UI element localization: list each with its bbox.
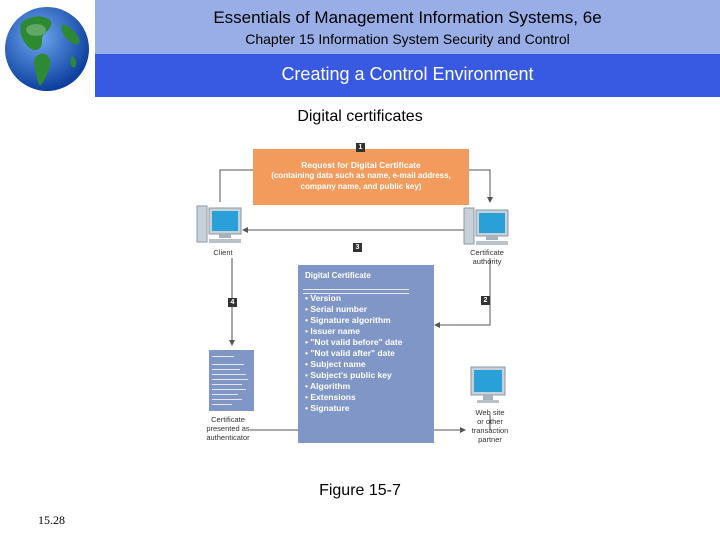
certificate-label-line1: Certificate	[211, 415, 245, 424]
globe-icon	[5, 7, 89, 91]
chapter-title: Chapter 15 Information System Security a…	[245, 31, 570, 47]
step-badge-4: 4	[228, 298, 237, 307]
request-line: (containing data such as name, e-mail ad…	[271, 171, 451, 180]
request-line: company name, and public key)	[300, 182, 422, 191]
client-label: Client	[213, 248, 233, 257]
certificate-item: • "Not valid after" date	[305, 348, 395, 358]
web-label-line3: transaction	[471, 426, 509, 435]
certificate-rule	[303, 293, 409, 294]
slide-subtitle: Digital certificates	[297, 108, 423, 125]
mini-certificate-line	[212, 394, 238, 395]
figure-caption: Figure 15-7	[319, 482, 401, 499]
request-box	[253, 149, 469, 205]
certificate-item: • Issuer name	[305, 326, 360, 336]
page-number: 15.28	[38, 513, 65, 527]
book-title: Essentials of Management Information Sys…	[213, 8, 602, 27]
certificate-item: • Subject name	[305, 359, 366, 369]
certificate-label-line2: presented as	[206, 424, 250, 433]
monitor-icon	[465, 365, 513, 412]
certificate-label-line3: authenticator	[206, 433, 250, 442]
request-title: Request for Digital Certificate	[301, 160, 421, 170]
certificate-item: • Subject's public key	[305, 370, 392, 380]
mini-certificate-line	[212, 404, 232, 405]
step-badge-3: 3	[353, 243, 362, 252]
mini-certificate-line	[212, 399, 242, 400]
certificate-item: • "Not valid before" date	[305, 337, 403, 347]
certificate-rule	[303, 289, 409, 290]
step-badge-2: 2	[481, 296, 490, 305]
web-label-line2: or other	[477, 417, 503, 426]
step-badge-1: 1	[356, 143, 365, 152]
mini-certificate-line	[212, 356, 234, 357]
mini-certificate-line	[212, 364, 244, 365]
certificate-item: • Signature	[305, 403, 350, 413]
mini-certificate-line	[212, 389, 246, 390]
ca-label-line2: authority	[472, 257, 502, 266]
certificate-item: • Algorithm	[305, 381, 351, 391]
mini-certificate-line	[212, 379, 248, 380]
desktop-computer-icon	[195, 202, 245, 251]
digital-certificate-diagram: Request for Digital Certificate (contain…	[185, 140, 530, 460]
certificate-item: • Version	[305, 293, 342, 303]
digital-certificate-box	[298, 265, 434, 443]
mini-certificate-line	[212, 369, 240, 370]
desktop-computer-icon	[462, 204, 512, 253]
web-label-line1: Web site	[475, 408, 505, 417]
certificate-item: • Signature algorithm	[305, 315, 391, 325]
certificate-title: Digital Certificate	[305, 271, 371, 280]
mini-certificate-line	[212, 384, 242, 385]
certificate-item: • Extensions	[305, 392, 356, 402]
slide-title: Creating a Control Environment	[281, 64, 534, 84]
certificate-item: • Serial number	[305, 304, 368, 314]
mini-certificate-icon	[209, 350, 254, 411]
title-band	[95, 54, 720, 97]
mini-certificate-line	[212, 374, 246, 375]
header-band	[95, 0, 720, 54]
globe-logo	[0, 0, 95, 97]
web-label-line4: partner	[478, 435, 502, 444]
ca-label-line1: Certificate	[470, 248, 504, 257]
